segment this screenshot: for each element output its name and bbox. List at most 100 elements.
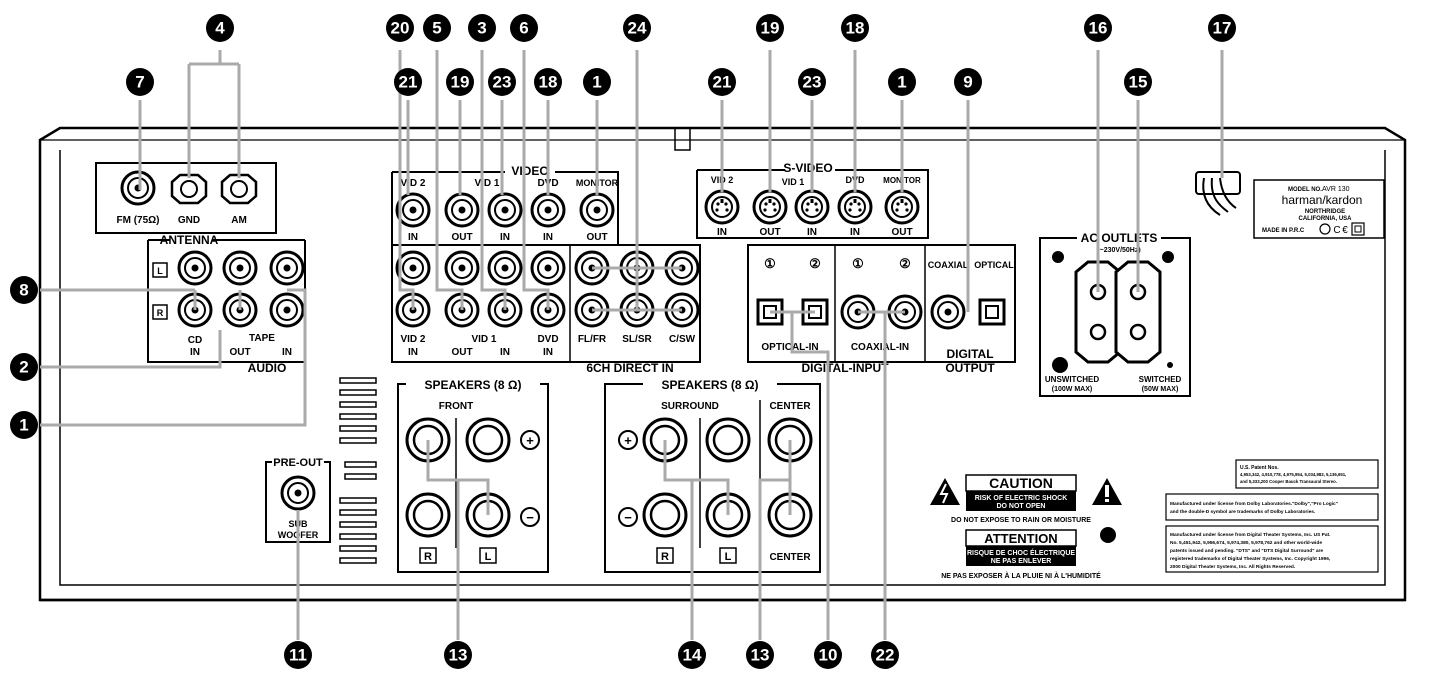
gnd-label: GND [178, 215, 200, 226]
video-vid1-out-jack[interactable] [444, 192, 480, 228]
video-dvd-in-label: IN [543, 232, 553, 243]
svideo-monitor-out-jack[interactable] [884, 189, 920, 225]
direct-flfr-label: FL/FR [578, 334, 607, 345]
cd-in-l-jack[interactable] [177, 250, 213, 286]
vid1-audio-in-l-jack[interactable] [487, 250, 523, 286]
patent-labels: U.S. Patent Nos. 4,953,342, 4,910,778, 4… [1165, 459, 1379, 573]
front-l-plus-post[interactable] [465, 417, 511, 463]
svg-text:20: 20 [391, 19, 410, 38]
fm-jack[interactable] [120, 170, 156, 206]
left-mark: L [157, 266, 163, 276]
svg-text:1: 1 [19, 416, 28, 435]
svideo-dvd-in-jack[interactable] [837, 189, 873, 225]
callout-2: 2 [10, 353, 38, 381]
svg-text:18: 18 [846, 19, 865, 38]
callout-21-video: 21 [394, 68, 422, 96]
model-city: NORTHRIDGE [1305, 209, 1345, 215]
ac-outlets-rating: (~230V/50Hz) [1097, 247, 1140, 254]
vid2-audio-l-jack[interactable] [395, 250, 431, 286]
callout-9: 9 [954, 68, 982, 96]
svg-text:€: € [1342, 225, 1348, 236]
tape-in-label: IN [282, 347, 292, 358]
video-dvd-in-jack[interactable] [530, 192, 566, 228]
optical-out-label: OPTICAL [974, 260, 1014, 270]
right-mark: R [157, 308, 164, 318]
callout-19-video: 19 [446, 68, 474, 96]
coaxial-in-label: COAXIAL-IN [851, 342, 909, 353]
caution-label: CAUTION RISK OF ELECTRIC SHOCK DO NOT OP… [930, 474, 1122, 580]
dvd-audio-l-jack[interactable] [530, 250, 566, 286]
svg-text:23: 23 [803, 73, 822, 92]
dts-line3: patents issued and pending. "DTS" and "D… [1170, 548, 1323, 554]
vid1-audio-label: VID 1 [471, 334, 496, 345]
svideo-vid1-out-label: OUT [759, 227, 780, 238]
svideo-vid1-in-jack[interactable] [794, 189, 830, 225]
svg-text:22: 22 [876, 646, 895, 665]
dts-line1: Manufactured under license from Digital … [1170, 532, 1330, 538]
expose-warning: DO NOT EXPOSE TO RAIN OR MOISTURE [951, 517, 1091, 524]
unswitched-label: UNSWITCHED [1045, 375, 1099, 384]
surround-r-minus-post[interactable] [642, 492, 688, 538]
optical-out-jack[interactable] [978, 298, 1006, 326]
tape-in-l-jack[interactable] [269, 250, 305, 286]
callout-23-video: 23 [488, 68, 516, 96]
vid1-audio-out-label: OUT [451, 347, 472, 358]
vid1-audio-out-l-jack[interactable] [444, 250, 480, 286]
callout-16: 16 [1084, 14, 1112, 42]
svg-text:14: 14 [683, 646, 702, 665]
front-l-label: L [485, 551, 492, 563]
digital-input-title: DIGITAL-INPUT [801, 361, 889, 375]
digital-out-title-2: OUTPUT [945, 361, 995, 375]
fr-expose-warning: NE PAS EXPOSER À LA PLUIE NI À L'HUMIDIT… [941, 571, 1101, 580]
video-monitor-out-jack[interactable] [579, 192, 615, 228]
patent-line1: U.S. Patent Nos. [1240, 465, 1279, 471]
video-vid2-in-jack[interactable] [395, 192, 431, 228]
svideo-vid1-out-jack[interactable] [752, 189, 788, 225]
coaxial-out-jack[interactable] [930, 294, 966, 330]
callout-11: 11 [284, 641, 312, 669]
svg-text:11: 11 [289, 646, 307, 665]
speakers-front-title: SPEAKERS (8 Ω) [425, 378, 522, 392]
video-vid1-in-label: IN [500, 232, 510, 243]
surround-label: SURROUND [661, 401, 719, 412]
speakers-front-section: SPEAKERS (8 Ω) FRONT + − R L [397, 376, 549, 573]
vid1-audio-in-label: IN [500, 347, 510, 358]
svg-text:9: 9 [963, 73, 972, 92]
callout-20: 20 [386, 14, 414, 42]
sub-woofer-jack[interactable] [280, 475, 316, 511]
svg-text:5: 5 [432, 19, 441, 38]
coax-in-1-num: ① [852, 256, 864, 271]
caution-line2: DO NOT OPEN [996, 503, 1045, 510]
front-r-minus-post[interactable] [405, 492, 451, 538]
direct-slsr-label: SL/SR [622, 334, 652, 345]
callout-10: 10 [814, 641, 842, 669]
audio-section: L R CD IN TAPE OUT IN AUDIO [147, 239, 306, 375]
power-cord [1195, 171, 1241, 216]
svideo-vid1-in-label: IN [807, 227, 817, 238]
model-no-value: AVR 130 [1322, 186, 1350, 193]
callout-1-svideo: 1 [888, 68, 916, 96]
switched-label: SWITCHED [1139, 375, 1182, 384]
callout-19-svideo: 19 [756, 14, 784, 42]
dolby-line2: and the double-D symbol are trademarks o… [1170, 509, 1315, 515]
model-state: CALIFORNIA, USA [1299, 216, 1353, 222]
svideo-monitor-out-label: OUT [891, 227, 912, 238]
svg-text:3: 3 [477, 19, 486, 38]
attention-line2: NE PAS ENLEVER [991, 558, 1052, 565]
svideo-vid1-label: VID 1 [782, 177, 805, 187]
svg-text:8: 8 [19, 281, 28, 300]
video-vid1-in-jack[interactable] [487, 192, 523, 228]
preout-section: PRE-OUT SUB WOOFER [265, 456, 331, 543]
video-section: VIDEO VID 2 VID 1 DVD MONITOR IN OUT IN … [391, 164, 619, 245]
tape-in-r-jack[interactable] [269, 292, 305, 328]
svg-text:19: 19 [451, 73, 470, 92]
video-vid2-in-label: IN [408, 232, 418, 243]
callout-1-video: 1 [583, 68, 611, 96]
surround-l-plus-post[interactable] [705, 417, 751, 463]
am-terminal[interactable] [220, 173, 258, 205]
gnd-terminal[interactable] [170, 173, 208, 205]
speakers-surround-title: SPEAKERS (8 Ω) [662, 378, 759, 392]
tape-out-l-jack[interactable] [222, 250, 258, 286]
svideo-vid2-in-jack[interactable] [704, 189, 740, 225]
